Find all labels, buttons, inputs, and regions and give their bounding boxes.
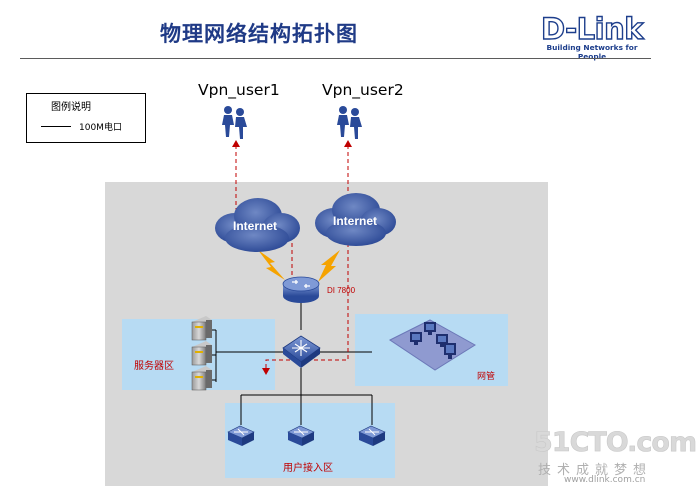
internet-cloud-icon [315, 193, 396, 246]
core-switch-icon [282, 335, 321, 368]
dashed-arrowhead-up-2 [344, 140, 352, 147]
access-switch-icon [287, 425, 315, 446]
server-zone-label: 服务器区 [134, 359, 174, 372]
dashed-arrowhead-down [262, 368, 270, 375]
topology-diagram: Internet Internet DI 7800 [105, 106, 548, 486]
management-zone-label: 网管 [477, 370, 495, 382]
lightning-icon [318, 250, 340, 282]
watermark-brand: 51CTO.com [534, 427, 696, 459]
logo-brand: D-Link [540, 11, 644, 46]
workstation-icon [436, 334, 448, 347]
page-title: 物理网络结构拓扑图 [160, 21, 358, 46]
cloud-label: Internet [233, 219, 277, 233]
workstation-icon [444, 343, 456, 359]
header-divider [20, 58, 651, 59]
cloud-label: Internet [333, 214, 377, 228]
watermark-url: www.dlink.com.cn [564, 475, 646, 485]
access-zone-label: 用户接入区 [283, 461, 333, 474]
access-switch-icon [227, 425, 255, 446]
lightning-icon [258, 250, 285, 280]
legend-item-label: 100M电口 [79, 123, 122, 133]
workstation-icon [424, 322, 436, 335]
logo-tagline: Building Networks for People [546, 43, 638, 61]
router-label: DI 7800 [327, 286, 356, 295]
router-icon [282, 276, 320, 303]
vpn-user-label: Vpn_user1 [198, 81, 280, 99]
watermark-slogan: 技术成就梦想 [538, 463, 653, 478]
legend-line-sample [41, 126, 71, 127]
server-icon [191, 366, 212, 391]
legend-title: 图例说明 [51, 102, 91, 113]
access-switch-icon [358, 425, 386, 446]
dashed-arrowhead-up-1 [232, 140, 240, 147]
server-icon [191, 316, 212, 341]
internet-cloud-icon [215, 198, 300, 252]
dlink-logo: D-Link Building Networks for People [532, 11, 652, 61]
vpn-user-icon [337, 106, 362, 139]
watermark: 51CTO.com 技术成就梦想 www.dlink.com.cn [534, 427, 696, 487]
server-icon [191, 341, 212, 366]
workstation-icon [410, 332, 422, 345]
vpn-user-icon [222, 106, 247, 139]
vpn-user-label: Vpn_user2 [322, 81, 404, 99]
legend-box: 图例说明 100M电口 [26, 93, 146, 143]
